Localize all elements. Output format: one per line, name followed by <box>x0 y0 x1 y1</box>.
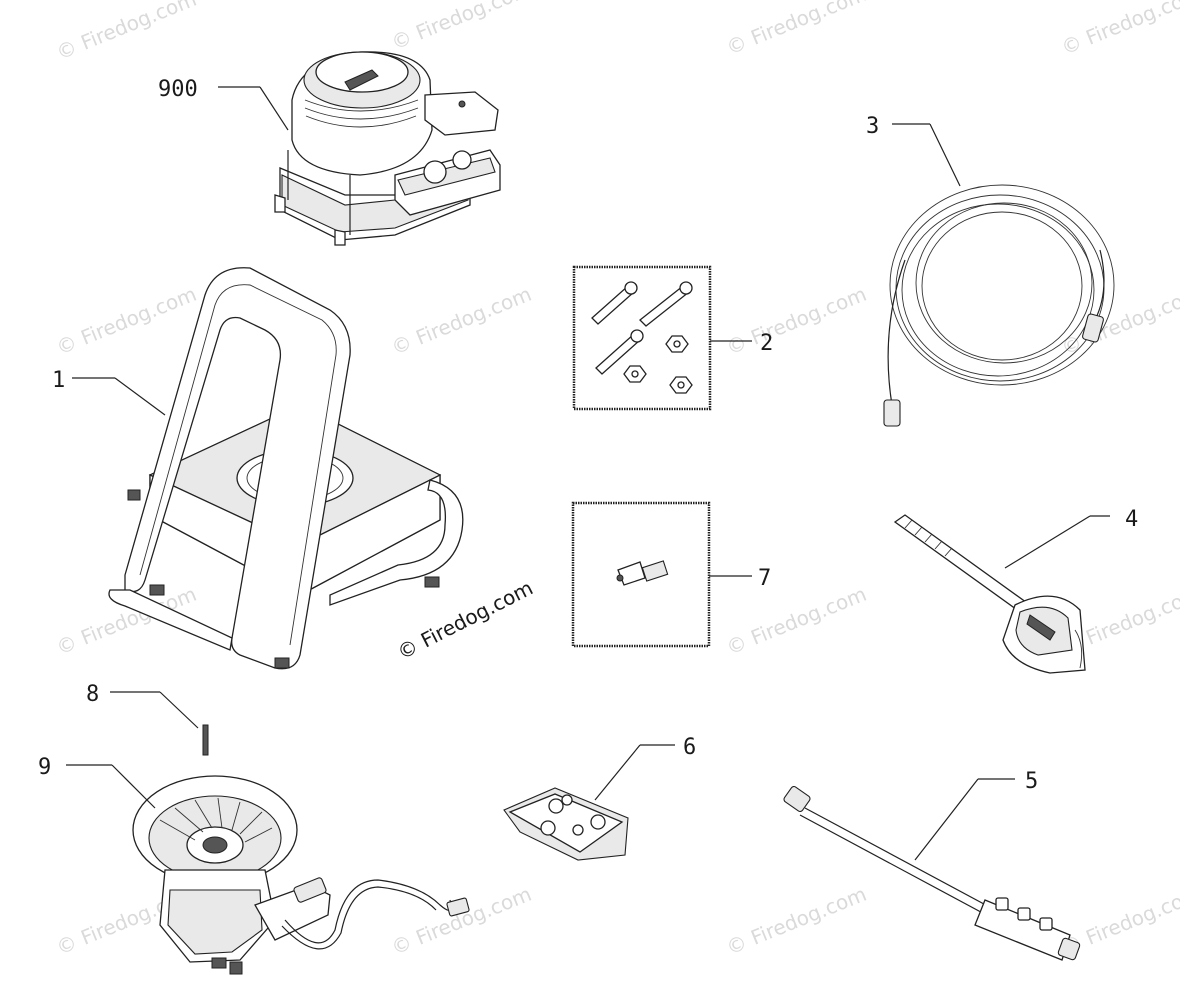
callout-adapter-kit: 7 <box>758 566 771 591</box>
callout-pin: 8 <box>86 682 99 707</box>
frame-part <box>108 267 464 670</box>
watermark: © Firedog.com <box>723 282 870 360</box>
leader-line <box>111 764 156 809</box>
callout-spray-gun: 4 <box>1125 507 1138 532</box>
watermark: © Firedog.com <box>388 282 535 360</box>
callout-spray-wand: 5 <box>1025 769 1038 794</box>
pin-part <box>202 724 209 756</box>
watermark: © Firedog.com <box>723 582 870 660</box>
watermark: © Firedog.com <box>1058 0 1180 60</box>
callout-high-pressure-hose: 3 <box>866 114 879 139</box>
callout-hardware-kit: 2 <box>760 331 773 356</box>
adapter-kit-part <box>571 501 711 648</box>
watermark: © Firedog.com <box>1058 282 1180 360</box>
callout-pump: 9 <box>38 755 51 780</box>
callout-frame: 1 <box>52 368 65 393</box>
hardware-kit-part <box>572 265 712 411</box>
engine-part <box>274 51 501 246</box>
watermark: © Firedog.com <box>723 0 870 60</box>
leader-line <box>159 691 199 729</box>
leader-line <box>1004 515 1091 569</box>
watermark-prominent: © Firedog.com <box>393 576 536 665</box>
leader-line <box>114 377 166 416</box>
callout-engine: 900 <box>158 77 198 102</box>
watermark: © Firedog.com <box>53 282 200 360</box>
leader-line <box>929 123 961 187</box>
leader-line <box>594 744 641 801</box>
pump-part <box>132 775 470 975</box>
spray-wand-part <box>783 785 1081 961</box>
leader-line <box>914 778 979 861</box>
watermark: © Firedog.com <box>53 0 200 65</box>
hose-part <box>883 184 1115 427</box>
spray-gun-part <box>893 514 1086 674</box>
watermark: © Firedog.com <box>388 0 535 55</box>
nozzle-bag-part <box>503 787 629 861</box>
leader-line <box>259 86 289 131</box>
callout-nozzle-bag: 6 <box>683 735 696 760</box>
watermark: © Firedog.com <box>723 882 870 960</box>
